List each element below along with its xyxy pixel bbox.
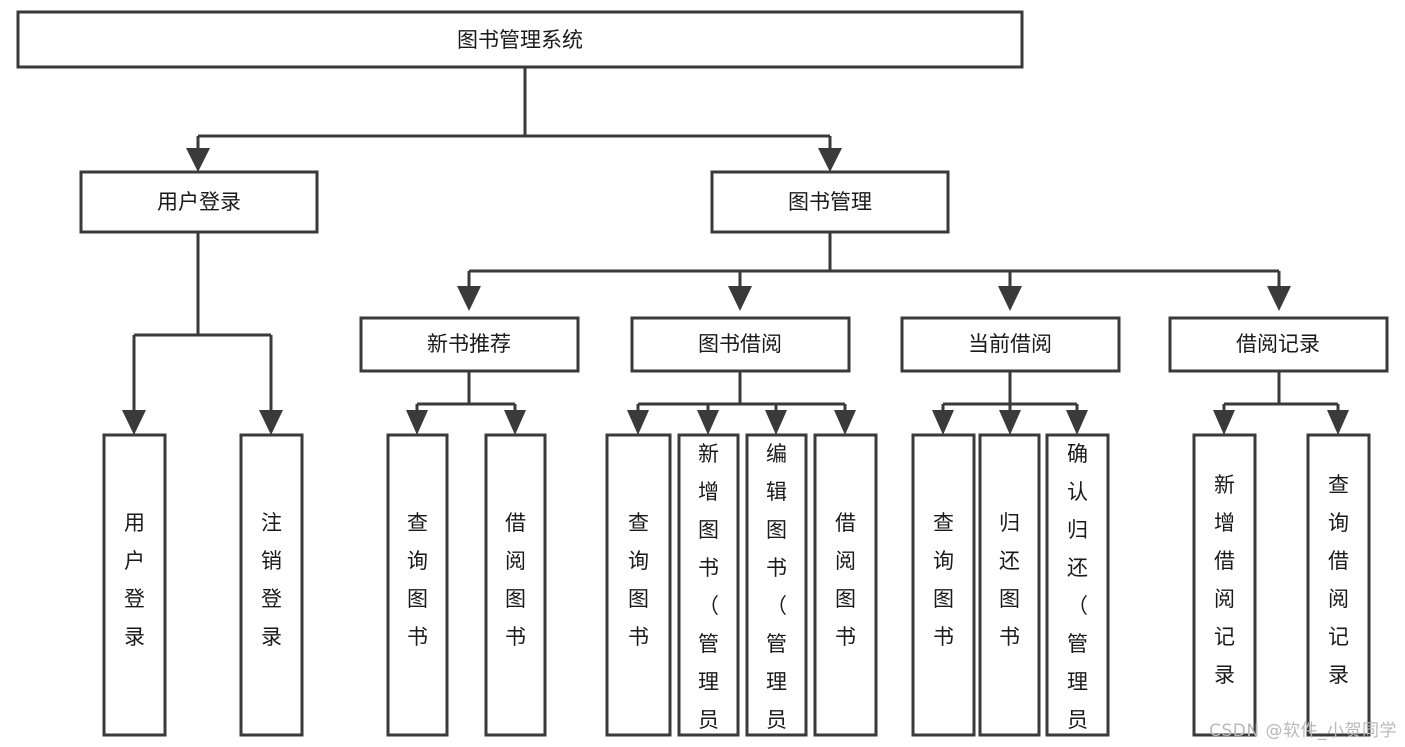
leaf-logout-label: 注销登录 — [261, 511, 282, 649]
leaf-query-book-3-label: 查询图书 — [933, 511, 954, 649]
arrow-leaf-return-book — [999, 410, 1021, 435]
arrow-leaf-add-record — [1213, 410, 1235, 435]
node-user-login[interactable]: 用户登录 — [79, 170, 319, 234]
leaf-borrow-book-2-box[interactable] — [813, 433, 878, 737]
leaf-user-login-box[interactable] — [102, 433, 167, 737]
node-book-manage-label: 图书管理 — [788, 190, 872, 214]
leaf-node[interactable]: 查询借阅记录 — [1306, 433, 1371, 737]
leaf-edit-book-box[interactable] — [745, 433, 808, 737]
arrow-leaf-query-record — [1327, 410, 1349, 435]
leaf-return-book-box[interactable] — [978, 433, 1041, 737]
arrow-leaf-add-book — [697, 410, 719, 435]
leaf-node[interactable]: 查询图书 — [605, 433, 672, 737]
connector-layer — [122, 67, 1349, 435]
leaf-query-book-1-label: 查询图书 — [407, 511, 428, 649]
node-borrow-record[interactable]: 借阅记录 — [1168, 316, 1389, 373]
leaf-confirm-return-label: 确认归还（管理员） — [1067, 442, 1088, 747]
node-root[interactable]: 图书管理系统 — [16, 10, 1024, 69]
leaf-query-book-2-box[interactable] — [605, 433, 672, 737]
node-borrow-record-label: 借阅记录 — [1236, 332, 1320, 356]
arrow-to-current-borrow — [998, 286, 1022, 311]
leaf-node[interactable]: 确认归还（管理员） — [1045, 433, 1110, 747]
leaf-query-record-label: 查询借阅记录 — [1328, 473, 1349, 687]
node-book-borrow[interactable]: 图书借阅 — [630, 316, 851, 373]
arrow-to-user-login — [186, 148, 210, 172]
leaf-node[interactable]: 借阅图书 — [813, 433, 878, 737]
arrow-to-book-manage — [818, 148, 842, 172]
leaf-query-book-3-box[interactable] — [911, 433, 976, 737]
leaf-borrow-book-2-label: 借阅图书 — [835, 511, 856, 649]
node-root-box[interactable] — [16, 10, 1024, 69]
leaf-add-book-box[interactable] — [677, 433, 740, 737]
leaf-confirm-return-box[interactable] — [1045, 433, 1110, 737]
node-borrow-record-box[interactable] — [1168, 316, 1389, 373]
leaf-node[interactable]: 借阅图书 — [484, 433, 547, 737]
node-book-borrow-label: 图书借阅 — [698, 332, 782, 356]
leaf-node[interactable]: 新增借阅记录 — [1192, 433, 1257, 737]
arrow-leaf-borrow-book-2 — [834, 410, 856, 435]
arrow-to-new-book-recommend — [457, 286, 481, 311]
arrow-leaf-query-book-3 — [932, 410, 954, 435]
leaf-node[interactable]: 新增图书（管理员） — [677, 433, 740, 747]
arrow-leaf-query-book-2 — [627, 410, 649, 435]
leaf-node[interactable]: 查询图书 — [911, 433, 976, 737]
arrow-leaf-edit-book — [765, 410, 787, 435]
node-book-borrow-box[interactable] — [630, 316, 851, 373]
leaf-user-login-label: 用户登录 — [124, 511, 145, 649]
node-user-login-box[interactable] — [79, 170, 319, 234]
arrow-leaf-confirm-return — [1066, 410, 1088, 435]
arrow-leaf-user-login — [122, 410, 146, 435]
arrow-to-book-borrow — [728, 286, 752, 311]
leaf-node[interactable]: 注销登录 — [239, 433, 304, 737]
arrow-to-borrow-record — [1267, 286, 1291, 311]
leaf-node[interactable]: 用户登录 — [102, 433, 167, 737]
leaf-add-record-label: 新增借阅记录 — [1214, 473, 1235, 687]
node-book-manage[interactable]: 图书管理 — [710, 170, 950, 234]
node-current-borrow-box[interactable] — [900, 316, 1121, 373]
node-user-login-label: 用户登录 — [157, 190, 241, 214]
node-current-borrow-label: 当前借阅 — [968, 332, 1052, 356]
leaf-node[interactable]: 查询图书 — [386, 433, 449, 737]
leaf-query-book-1-box[interactable] — [386, 433, 449, 737]
leaf-borrow-book-1-box[interactable] — [484, 433, 547, 737]
leaf-add-book-label: 新增图书（管理员） — [698, 442, 719, 747]
arrow-leaf-borrow-book-1 — [504, 410, 526, 435]
leaf-borrow-book-1-label: 借阅图书 — [505, 511, 526, 649]
node-new-book-recommend-label: 新书推荐 — [427, 332, 511, 356]
node-root-label: 图书管理系统 — [457, 28, 583, 52]
leaf-node[interactable]: 编辑图书（管理员） — [745, 433, 808, 747]
leaf-node[interactable]: 归还图书 — [978, 433, 1041, 737]
leaf-query-book-2-label: 查询图书 — [628, 511, 649, 649]
leaf-add-record-box[interactable] — [1192, 433, 1257, 737]
leaf-node-layer: 用户登录 注销登录 查询图书 借阅图书 查询图书 新增图书（管理员） 编辑图书（管理员） 借阅… — [102, 433, 1371, 747]
node-new-book-recommend[interactable]: 新书推荐 — [359, 316, 580, 373]
arrow-leaf-query-book-1 — [406, 410, 428, 435]
leaf-return-book-label: 归还图书 — [999, 511, 1020, 649]
arrow-leaf-logout — [259, 410, 283, 435]
leaf-query-record-box[interactable] — [1306, 433, 1371, 737]
node-book-manage-box[interactable] — [710, 170, 950, 234]
leaf-logout-box[interactable] — [239, 433, 304, 737]
node-current-borrow[interactable]: 当前借阅 — [900, 316, 1121, 373]
node-new-book-recommend-box[interactable] — [359, 316, 580, 373]
